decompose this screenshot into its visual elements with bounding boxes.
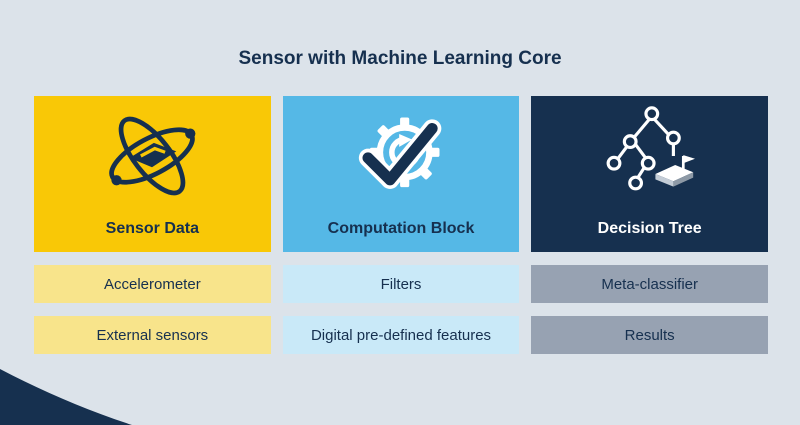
sensor-data-block: Sensor Data: [34, 96, 271, 252]
digital-features-row: Digital pre-defined features: [282, 316, 520, 354]
accelerometer-row: Accelerometer: [34, 265, 271, 303]
diagram-columns: Sensor Data Accelerometer External senso…: [34, 96, 769, 354]
external-sensors-row: External sensors: [34, 316, 271, 354]
filters-row: Filters: [282, 265, 520, 303]
meta-classifier-row: Meta-classifier: [531, 265, 769, 303]
corner-swoosh-decoration: [0, 369, 132, 425]
page-title: Sensor with Machine Learning Core: [238, 48, 562, 69]
column-decision-tree: Decision Tree Meta-classifier Results: [531, 96, 769, 354]
decision-tree-label: Decision Tree: [597, 220, 702, 237]
sensor-data-label: Sensor Data: [105, 220, 200, 237]
decision-tree-icon: [596, 102, 704, 210]
computation-block-label: Computation Block: [327, 220, 475, 237]
column-sensor-data: Sensor Data Accelerometer External senso…: [34, 96, 271, 354]
decision-tree-block: Decision Tree: [531, 96, 769, 252]
chip-board: [655, 155, 695, 187]
computation-block: Computation Block: [282, 96, 520, 252]
gyroscope-sensor-icon: [96, 102, 208, 210]
results-row: Results: [531, 316, 769, 354]
gear-refresh-check-icon: [346, 102, 456, 210]
column-computation-block: Computation Block Filters Digital pre-de…: [282, 96, 520, 354]
